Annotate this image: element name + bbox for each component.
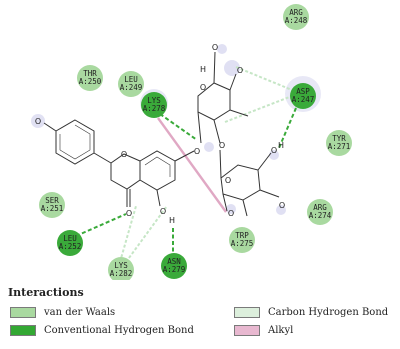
atom-h-hydroxyl: H (169, 216, 175, 225)
svg-text:A:279: A:279 (163, 265, 186, 274)
svg-text:LEU: LEU (124, 75, 138, 84)
hbond-line-lys278 (159, 113, 198, 141)
svg-text:TYR: TYR (332, 134, 346, 143)
svg-text:SER: SER (45, 196, 59, 205)
legend-swatch-hbond (10, 325, 36, 336)
residue-thr250: THR A:250 (77, 65, 103, 91)
residue-arg248: ARG A:248 (283, 4, 309, 30)
legend-label-alkyl: Alkyl (268, 325, 294, 336)
legend-item-hbond: Conventional Hydrogen Bond (10, 325, 194, 336)
legend: Interactions van der Waals Carbon Hydrog… (0, 280, 400, 349)
legend-item-carbon-h: Carbon Hydrogen Bond (234, 307, 388, 318)
alkyl-line-lys278 (157, 117, 227, 213)
svg-text:ARG: ARG (289, 8, 303, 17)
svg-text:ARG: ARG (313, 203, 327, 212)
legend-label-carbon-h: Carbon Hydrogen Bond (268, 307, 389, 318)
atom-o-sugar-top: O (212, 43, 218, 52)
atom-h-sugar2-top: H (278, 141, 284, 150)
interaction-lines (75, 66, 297, 263)
carbonh-line-asp247-b (224, 95, 293, 123)
svg-text:A:252: A:252 (59, 242, 82, 251)
atom-h-sugar-top: H (200, 65, 206, 74)
residue-asn279: ASN A:279 (161, 253, 187, 279)
residue-tyr271: TYR A:271 (326, 130, 352, 156)
interaction-diagram: O O O O H O H O O O O O O H O O ARG A:24… (31, 4, 352, 280)
svg-text:A:251: A:251 (41, 204, 64, 213)
hbond-line-leu252 (75, 213, 127, 237)
carbonh-line-lys282-b (125, 205, 168, 263)
atom-o-glycoside: O (194, 147, 200, 156)
atom-o-sugar-ring: O (200, 83, 206, 92)
ligand-structure (43, 51, 280, 217)
svg-text:A:250: A:250 (79, 77, 102, 86)
svg-text:LYS: LYS (114, 261, 128, 270)
svg-text:ASP: ASP (296, 87, 310, 96)
residue-arg274: ARG A:274 (307, 199, 333, 225)
legend-item-vdw: van der Waals (10, 307, 115, 318)
svg-text:TRP: TRP (235, 231, 249, 240)
svg-text:A:248: A:248 (285, 16, 308, 25)
legend-item-alkyl: Alkyl (234, 325, 293, 336)
legend-swatch-carbon-h (234, 307, 260, 318)
atom-o-sugar2-bottom: O (228, 209, 234, 218)
legend-swatch-vdw (10, 307, 36, 318)
residue-leu252: LEU A:252 (57, 230, 83, 256)
residue-asp247: ASP A:247 (290, 83, 316, 109)
legend-swatch-alkyl (234, 325, 260, 336)
atom-labels: O O O O H O H O O O O O O H O O (35, 43, 285, 225)
residue-lys278: LYS A:278 (141, 92, 167, 118)
legend-title: Interactions (8, 286, 84, 299)
residue-lys282: LYS A:282 (108, 257, 134, 280)
atom-o-sugar-bridge: O (219, 141, 225, 150)
svg-text:ASN: ASN (167, 257, 181, 266)
carbonh-line-asp247-a (235, 66, 293, 91)
solvent-halos (31, 44, 321, 215)
atom-o-sugar2-right: O (279, 201, 285, 210)
svg-text:A:278: A:278 (143, 104, 166, 113)
svg-text:THR: THR (83, 69, 97, 78)
legend-label-vdw: van der Waals (44, 307, 116, 318)
svg-text:A:282: A:282 (110, 269, 133, 278)
hbond-line-asp247-a (278, 107, 297, 149)
residue-leu249: LEU A:249 (118, 71, 144, 97)
atom-o-phenol: O (35, 117, 41, 126)
atom-o-sugar2-ring: O (225, 176, 231, 185)
svg-text:LEU: LEU (63, 234, 77, 243)
atom-o-sugar-right: O (237, 66, 243, 75)
legend-label-hbond: Conventional Hydrogen Bond (44, 325, 194, 336)
atom-o-ring: O (121, 150, 127, 159)
residue-ser251: SER A:251 (39, 192, 65, 218)
svg-text:LYS: LYS (147, 96, 161, 105)
svg-text:A:274: A:274 (309, 211, 332, 220)
svg-text:A:249: A:249 (120, 83, 143, 92)
atom-o-sugar2-top: O (271, 146, 277, 155)
svg-text:A:247: A:247 (292, 95, 315, 104)
atom-o-hydroxyl: O (160, 207, 166, 216)
svg-text:A:275: A:275 (231, 239, 254, 248)
residue-trp275: TRP A:275 (229, 227, 255, 253)
svg-text:A:271: A:271 (328, 142, 351, 151)
atom-o-carbonyl: O (126, 209, 132, 218)
